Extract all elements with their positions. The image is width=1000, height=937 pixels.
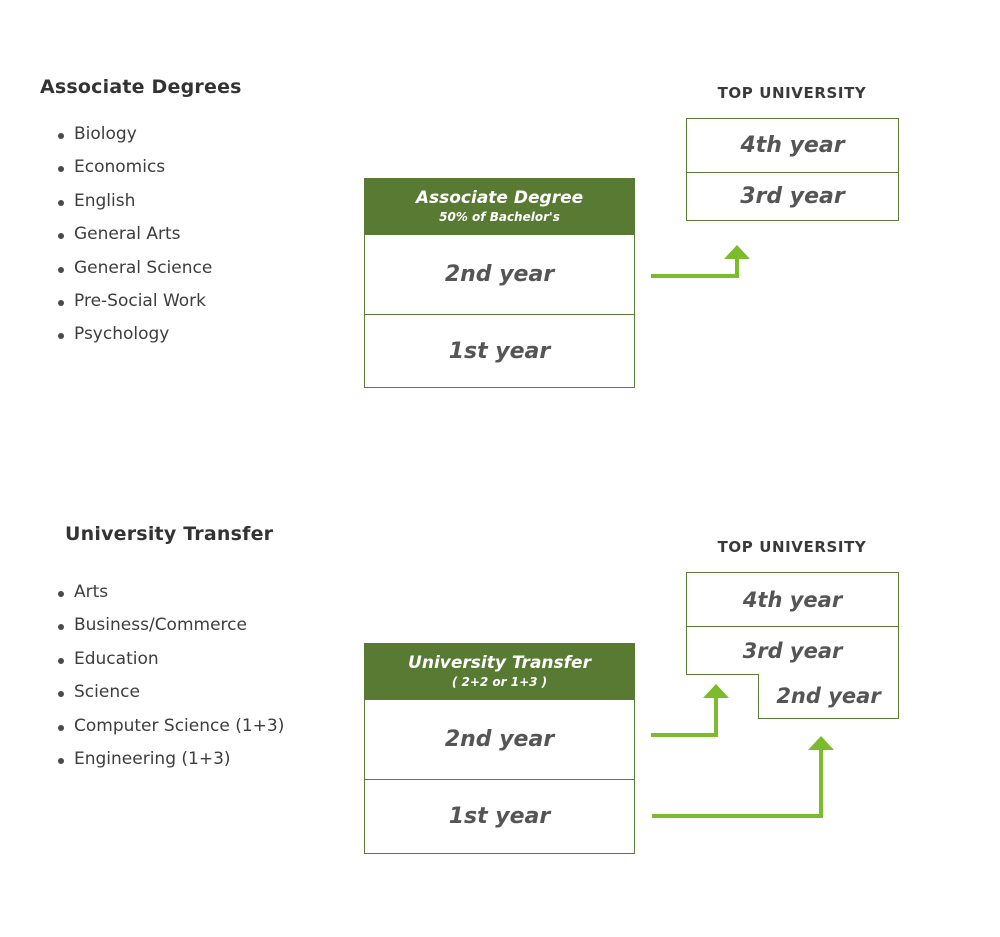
transfer-heading: University Transfer: [65, 523, 274, 545]
list-item: Biology: [56, 118, 212, 151]
transfer-year2-box: 2nd year: [364, 699, 635, 779]
associate-uni-year4-label: 4th year: [740, 133, 845, 158]
transfer-uni-year2-box: 2nd year: [758, 674, 899, 719]
transfer-arrow-line-upper: [651, 697, 718, 737]
list-item: Arts: [56, 576, 284, 609]
list-item: General Science: [56, 252, 212, 285]
associate-uni-year4-box: 4th year: [686, 118, 899, 172]
transfer-year1-box: 1st year: [364, 779, 635, 854]
list-item: Business/Commerce: [56, 609, 284, 642]
list-item: English: [56, 185, 212, 218]
list-item: Pre-Social Work: [56, 285, 212, 318]
transfer-degree-list: Arts Business/Commerce Education Science…: [56, 576, 284, 776]
associate-year1-label: 1st year: [448, 338, 551, 364]
associate-degree-subtitle: 50% of Bachelor's: [439, 209, 560, 224]
transfer-uni-year4-label: 4th year: [742, 587, 843, 612]
list-item: Economics: [56, 151, 212, 184]
transfer-title: University Transfer: [408, 652, 591, 673]
associate-degree-header: Associate Degree 50% of Bachelor's: [364, 178, 635, 234]
transfer-arrowhead-lower: [808, 736, 834, 750]
associate-year2-label: 2nd year: [444, 262, 555, 287]
associate-heading: Associate Degrees: [40, 76, 242, 98]
transfer-year2-label: 2nd year: [444, 727, 555, 752]
associate-top-university-label: TOP UNIVERSITY: [717, 84, 867, 102]
associate-degree-title: Associate Degree: [415, 187, 584, 208]
list-item: Science: [56, 676, 284, 709]
list-item: Engineering (1+3): [56, 743, 284, 776]
transfer-subtitle: ( 2+2 or 1+3 ): [451, 674, 548, 689]
list-item: Education: [56, 643, 284, 676]
transfer-uni-year3-label: 3rd year: [742, 638, 843, 663]
transfer-uni-year4-box: 4th year: [686, 572, 899, 626]
transfer-year1-label: 1st year: [448, 804, 551, 829]
transfer-uni-year2-label: 2nd year: [776, 684, 881, 708]
associate-arrowhead: [724, 245, 750, 259]
transfer-uni-year3-box: 3rd year: [686, 626, 899, 675]
associate-uni-year3-box: 3rd year: [686, 172, 899, 221]
transfer-top-university-label: TOP UNIVERSITY: [717, 538, 867, 556]
associate-year1-box: 1st year: [364, 314, 635, 388]
list-item: General Arts: [56, 218, 212, 251]
transfer-header: University Transfer ( 2+2 or 1+3 ): [364, 643, 635, 699]
associate-year2-box: 2nd year: [364, 234, 635, 314]
associate-arrow-line: [651, 258, 739, 278]
transfer-arrowhead-upper: [703, 684, 729, 698]
transfer-arrow-line-lower: [652, 748, 823, 818]
list-item: Psychology: [56, 318, 212, 351]
associate-uni-year3-label: 3rd year: [740, 184, 845, 209]
associate-degree-list: Biology Economics English General Arts G…: [56, 118, 212, 352]
list-item: Computer Science (1+3): [56, 710, 284, 743]
